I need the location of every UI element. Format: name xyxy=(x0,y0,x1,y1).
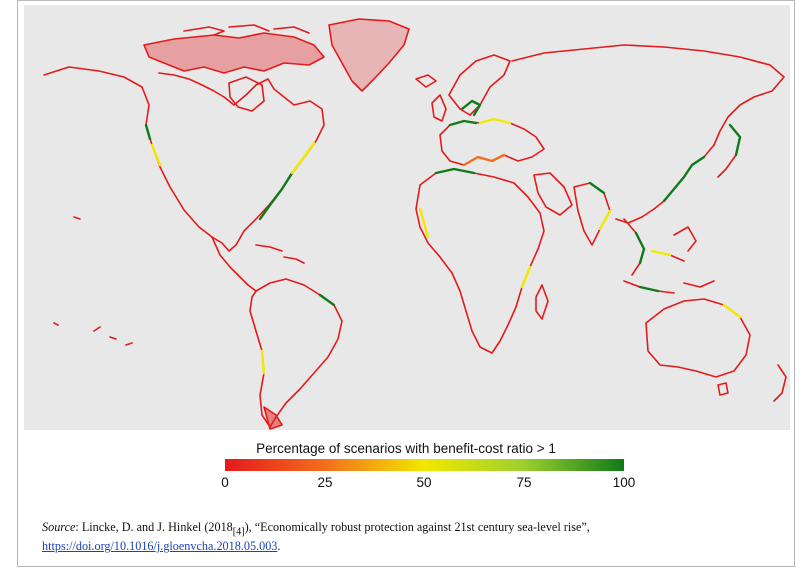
source-text-1: : Lincke, D. and J. Hinkel (2018 xyxy=(75,520,233,534)
coast-africa xyxy=(415,168,545,354)
highlight-africa-east-yellow xyxy=(520,265,532,289)
highlight-us-west-yellow xyxy=(150,143,162,167)
highlight-india-yellow xyxy=(598,209,612,231)
world-coastline-map xyxy=(24,5,790,430)
coast-new-zealand xyxy=(773,364,787,402)
legend-tick-100: 100 xyxy=(612,475,636,490)
highlight-africa-green xyxy=(434,167,476,175)
highlight-india-green xyxy=(588,181,606,195)
coast-madagascar xyxy=(535,284,549,320)
coast-caribbean xyxy=(255,244,305,264)
coast-east-asia xyxy=(615,144,715,224)
highlight-us-east-yellow xyxy=(290,141,316,175)
highlight-us-east-green xyxy=(258,171,294,221)
legend-tick-25: 25 xyxy=(317,475,333,490)
legend-title: Percentage of scenarios with benefit-cos… xyxy=(256,441,556,456)
coast-north-america xyxy=(43,66,325,252)
coast-tierra-del-fuego xyxy=(263,406,283,430)
source-label: Source xyxy=(42,520,76,534)
coast-se-asia xyxy=(623,218,697,276)
coast-iceland xyxy=(415,74,437,88)
source-text-2: ), “Economically robust protection again… xyxy=(244,520,590,534)
highlight-japan-green xyxy=(728,123,742,157)
coast-asia-north xyxy=(511,44,785,146)
source-text-end: . xyxy=(277,539,281,554)
highlight-south-america-yellow xyxy=(260,349,266,375)
coast-arctic-islands xyxy=(183,24,310,36)
coast-indonesia xyxy=(623,280,715,294)
highlight-seasia-green xyxy=(634,231,646,265)
highlight-africa-yellow xyxy=(418,207,430,239)
highlight-med-orange xyxy=(462,153,506,167)
coast-tasmania xyxy=(717,382,729,396)
highlight-australia-yellow xyxy=(722,303,742,319)
figure-frame: Percentage of scenarios with benefit-cos… xyxy=(17,0,795,567)
coast-hudson-bay xyxy=(228,76,265,112)
source-citation-ref: [4] xyxy=(232,526,245,538)
coast-arctic-canada xyxy=(143,32,325,74)
highlight-europe-green xyxy=(448,119,478,127)
highlight-south-america-green xyxy=(318,293,336,307)
legend-colorbar xyxy=(225,459,624,471)
highlight-indonesia-green xyxy=(638,285,660,293)
coast-australia xyxy=(645,298,751,378)
coast-uk xyxy=(431,94,447,122)
source-note: Source: Lincke, D. and J. Hinkel (2018[4… xyxy=(42,520,782,554)
legend-tick-75: 75 xyxy=(516,475,532,490)
highlight-seasia-yellow xyxy=(650,249,672,257)
coast-south-america xyxy=(249,278,343,428)
highlight-us-west-green xyxy=(144,123,152,141)
coast-greenland xyxy=(328,18,410,92)
coast-pacific-islands xyxy=(53,216,133,346)
coast-arabia xyxy=(533,172,573,216)
legend-tick-0: 0 xyxy=(221,475,229,490)
map-svg xyxy=(43,18,787,430)
source-doi-link[interactable]: https://doi.org/10.1016/j.gloenvcha.2018… xyxy=(42,539,278,554)
coast-central-america xyxy=(211,236,257,292)
coast-europe xyxy=(439,118,545,166)
highlight-europe-yellow xyxy=(478,117,512,125)
coast-scandinavia xyxy=(448,54,511,116)
highlight-scandinavia-green xyxy=(460,99,482,117)
legend-tick-50: 50 xyxy=(416,475,432,490)
highlight-east-asia-green xyxy=(662,155,706,203)
